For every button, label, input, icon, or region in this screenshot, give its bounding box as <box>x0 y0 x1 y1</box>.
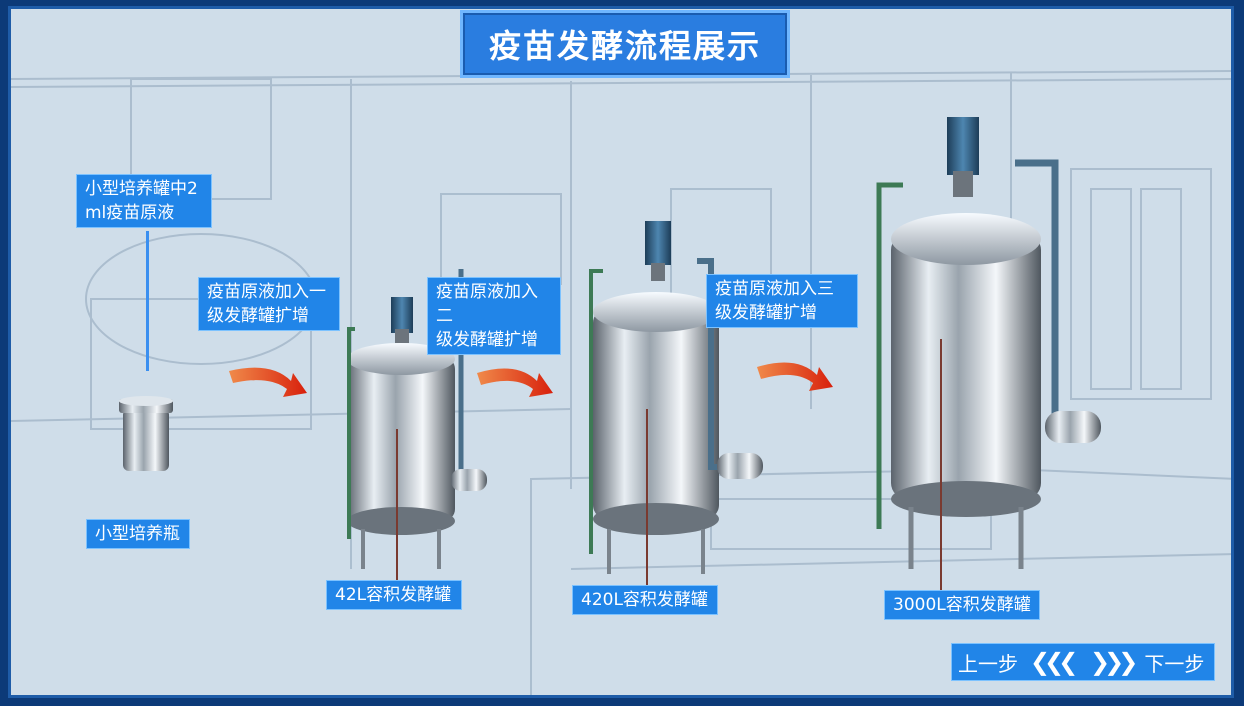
label-stage3: 疫苗原液加入三 级发酵罐扩增 <box>706 274 858 328</box>
double-chevron-left-icon: ❮❮❮ <box>1030 648 1078 676</box>
tank-42l-image <box>347 269 487 599</box>
scene-frame <box>8 6 1234 698</box>
label-small-tank: 小型培养罐中2 ml疫苗原液 <box>76 174 212 228</box>
arrow-2-icon <box>477 368 553 397</box>
label-stage2: 疫苗原液加入二 级发酵罐扩增 <box>427 277 561 355</box>
tank-3000l-image <box>876 117 1101 599</box>
arrow-1-icon <box>229 367 307 397</box>
step-navigation: 上一步 ❮❮❮ ❯❯❯ 下一步 <box>951 643 1215 681</box>
label-tank-42l: 42L容积发酵罐 <box>326 580 462 610</box>
label-tank-3000l: 3000L容积发酵罐 <box>884 590 1040 620</box>
next-step-button[interactable]: ❯❯❯ 下一步 <box>1090 644 1204 680</box>
label-stage1: 疫苗原液加入一 级发酵罐扩增 <box>198 277 340 331</box>
page-title: 疫苗发酵流程展示 <box>488 27 761 65</box>
double-chevron-right-icon: ❯❯❯ <box>1090 648 1138 676</box>
label-tank-420l: 420L容积发酵罐 <box>572 585 718 615</box>
small-bottle-image <box>119 396 173 471</box>
prev-step-label: 上一步 <box>958 651 1018 676</box>
prev-step-button[interactable]: 上一步 ❮❮❮ <box>958 644 1078 680</box>
page-title-banner: 疫苗发酵流程展示 <box>460 10 790 78</box>
arrow-3-icon <box>757 362 833 391</box>
label-bottle: 小型培养瓶 <box>86 519 190 549</box>
next-step-label: 下一步 <box>1144 651 1205 676</box>
tank-420l-image <box>589 221 763 594</box>
